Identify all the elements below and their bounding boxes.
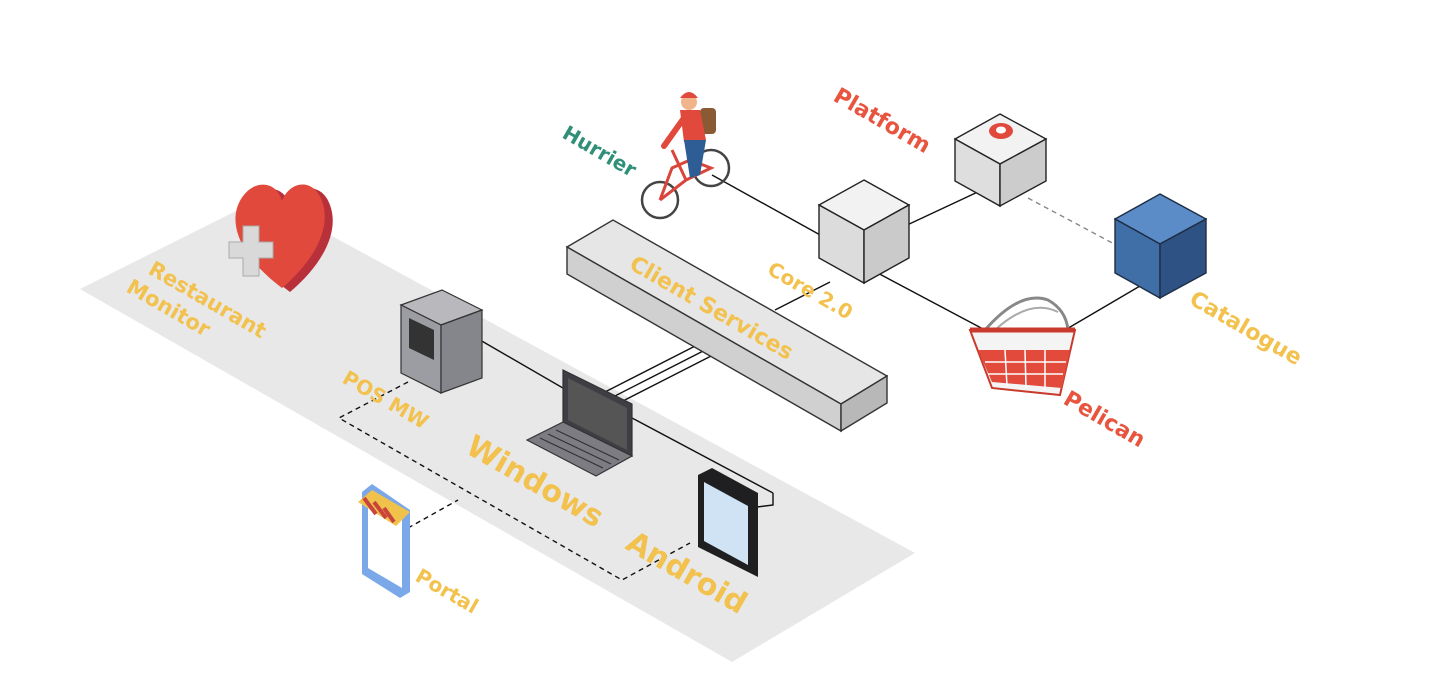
line-triple-3 bbox=[614, 352, 718, 406]
laptop-icon bbox=[525, 369, 634, 477]
dash-platform-catalogue bbox=[1027, 197, 1119, 247]
line-hurrier-core bbox=[711, 174, 823, 237]
line-pos-laptop bbox=[479, 339, 576, 396]
flame-logo-icon bbox=[989, 123, 1013, 139]
storefront-phone-icon bbox=[358, 484, 410, 598]
cyclist-icon bbox=[640, 92, 731, 220]
label-portal: Portal bbox=[412, 564, 483, 619]
line-tablet-bracket bbox=[756, 493, 774, 508]
label-catalogue: Catalogue bbox=[1185, 287, 1306, 371]
core-cube-icon bbox=[817, 179, 911, 285]
tablet-icon bbox=[698, 468, 758, 577]
dashed-lines bbox=[337, 197, 1119, 581]
heart-plus-icon bbox=[228, 184, 333, 292]
dash-pos-android bbox=[337, 381, 691, 581]
line-core-clientservices bbox=[774, 281, 831, 311]
label-pelican: Pelican bbox=[1059, 387, 1149, 453]
client-services-bar bbox=[565, 219, 889, 433]
dash-portal-windows bbox=[407, 499, 459, 529]
line-core-platform bbox=[904, 189, 983, 227]
plus-icon bbox=[228, 225, 274, 277]
line-triple-1 bbox=[602, 340, 706, 394]
platform-cube-icon bbox=[953, 113, 1048, 208]
line-core-pelican bbox=[871, 269, 986, 331]
line-triple-2 bbox=[608, 346, 712, 400]
line-laptop-tablet bbox=[631, 417, 774, 494]
line-pelican-catalogue bbox=[1064, 285, 1141, 331]
label-platform: Platform bbox=[829, 84, 935, 159]
connection-lines bbox=[479, 174, 1141, 508]
basket-icon bbox=[968, 296, 1077, 397]
pos-terminal-icon bbox=[399, 289, 484, 394]
label-hurrier: Hurrier bbox=[559, 121, 641, 182]
catalogue-cube-icon bbox=[1113, 193, 1208, 300]
